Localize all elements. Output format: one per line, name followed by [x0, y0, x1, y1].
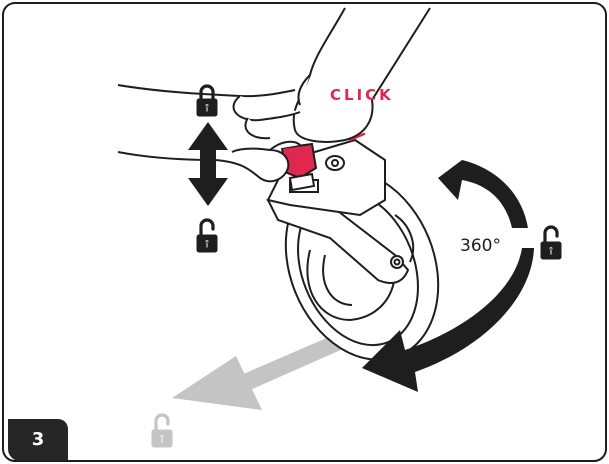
click-label: CLICK: [330, 86, 394, 104]
rotation-arrow-icon: [362, 160, 534, 392]
release-button: [280, 142, 318, 192]
hand: [117, 7, 431, 183]
up-down-arrow-icon: [188, 122, 228, 206]
rotation-label: 360°: [460, 236, 501, 256]
step-badge: 3: [8, 419, 68, 461]
direction-arrow-icon: [172, 330, 352, 410]
step-number: 3: [31, 429, 45, 450]
